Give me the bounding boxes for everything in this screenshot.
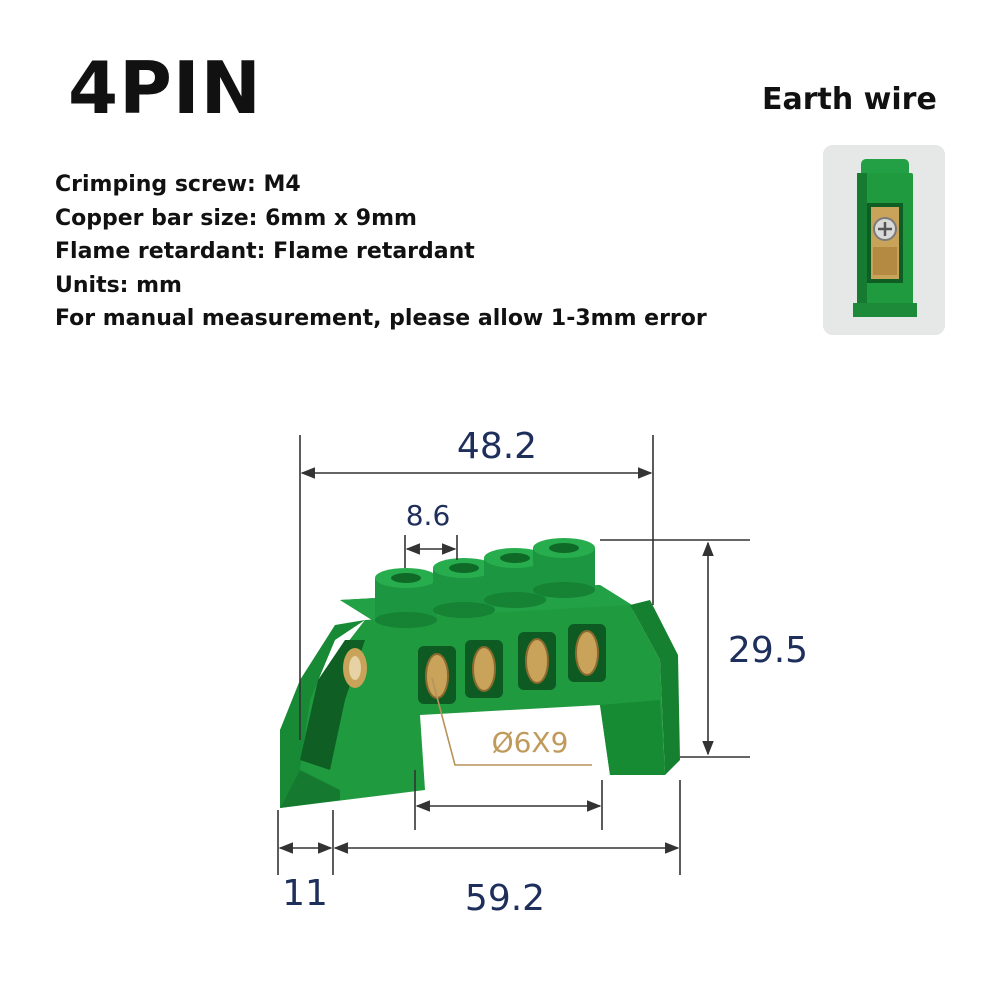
dim-side: 11	[282, 873, 328, 914]
spec-list: Crimping screw: M4 Copper bar size: 6mm …	[55, 168, 707, 336]
spec-crimping-screw: Crimping screw: M4	[55, 172, 301, 197]
screw-posts	[375, 538, 595, 628]
spec-units: Units: mm	[55, 272, 182, 298]
dimension-lines	[277, 435, 750, 875]
dim-top-width: 48.2	[457, 426, 537, 467]
copper-bar-leader	[431, 677, 592, 766]
terminal-block	[280, 538, 680, 808]
page-title: 4PIN	[68, 46, 262, 130]
spec-copper-bar-size: Copper bar size: 6mm x 9mm	[55, 205, 417, 231]
dim-copper-bar: Ø6X9	[492, 726, 569, 759]
earth-wire-label: Earth wire	[762, 82, 937, 117]
spec-flame-retardant: Flame retardant: Flame retardant	[55, 239, 475, 264]
earth-wire-photo	[823, 145, 945, 335]
dim-pitch: 8.6	[406, 499, 451, 532]
dim-total-length: 59.2	[465, 878, 545, 919]
dim-height: 29.5	[728, 630, 808, 671]
spec-measurement-note: For manual measurement, please allow 1-3…	[55, 306, 707, 331]
